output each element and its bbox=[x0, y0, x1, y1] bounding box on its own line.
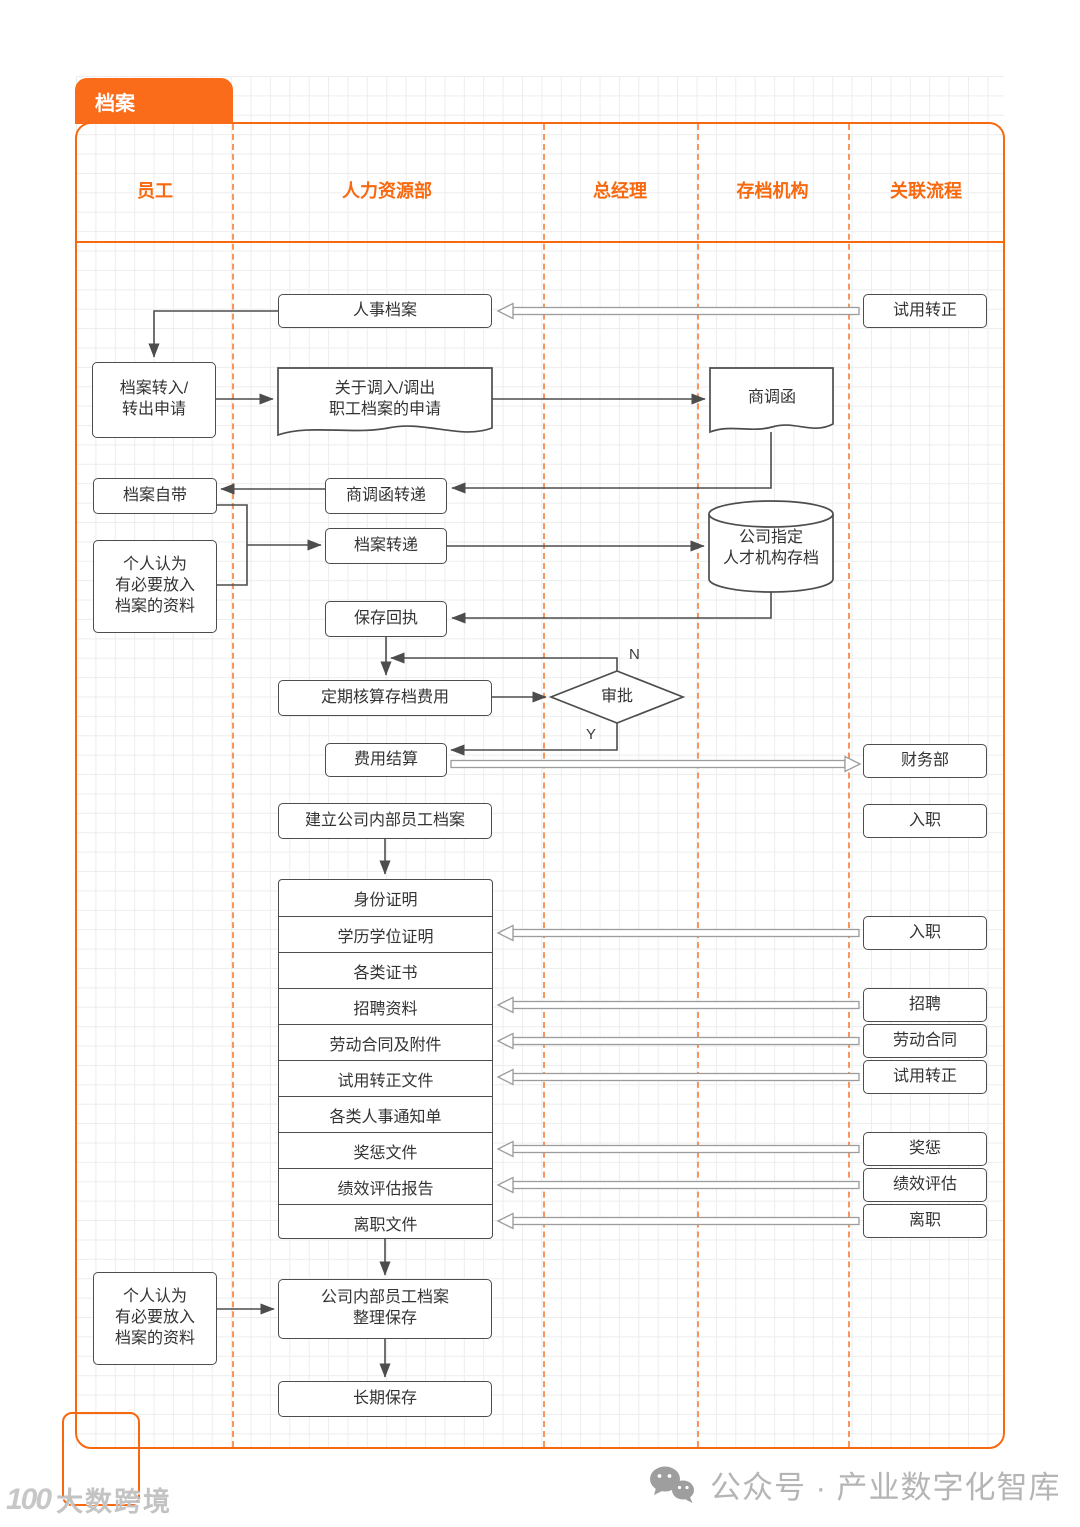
doc-row-recruitment: 招聘资料 bbox=[279, 988, 492, 1024]
node-related-labor-contract: 劳动合同 bbox=[863, 1024, 987, 1058]
node-periodic-fee-check: 定期核算存档费用 bbox=[278, 680, 492, 716]
lane-divider-1 bbox=[232, 124, 234, 1447]
doc-row-probation: 试用转正文件 bbox=[279, 1060, 492, 1096]
swimlane-frame bbox=[75, 122, 1005, 1449]
lane-label-related-process: 关联流程 bbox=[890, 181, 962, 201]
node-long-term-save: 长期保存 bbox=[278, 1381, 492, 1417]
branch-label-yes: Y bbox=[586, 726, 597, 743]
doc-row-hr-notices: 各类人事通知单 bbox=[279, 1096, 492, 1132]
node-finance-dept: 财务部 bbox=[863, 744, 987, 778]
lane-label-gm: 总经理 bbox=[593, 181, 647, 201]
wechat-icon bbox=[650, 1466, 694, 1503]
lane-divider-2 bbox=[543, 124, 545, 1447]
node-transfer-application-doc: 关于调入/调出 职工档案的申请 bbox=[328, 380, 441, 418]
branch-label-no: N bbox=[629, 646, 640, 663]
node-related-probation: 试用转正 bbox=[863, 1060, 987, 1094]
node-related-reward-punishment: 奖惩 bbox=[863, 1132, 987, 1166]
lane-header-separator bbox=[76, 241, 1004, 243]
tab-archives: 档案 bbox=[75, 78, 233, 124]
node-create-internal-file: 建立公司内部员工档案 bbox=[278, 803, 492, 839]
lane-label-employee: 员工 bbox=[137, 181, 173, 201]
node-personal-materials-2: 个人认为 有必要放入 档案的资料 bbox=[93, 1272, 217, 1365]
node-file-forward: 档案转递 bbox=[325, 528, 447, 564]
doc-row-performance: 绩效评估报告 bbox=[279, 1168, 492, 1204]
lane-divider-3 bbox=[697, 124, 699, 1447]
node-keep-receipt: 保存回执 bbox=[325, 601, 447, 637]
watermark-text: 大数跨境 bbox=[56, 1487, 173, 1517]
node-related-recruitment: 招聘 bbox=[863, 988, 987, 1022]
doc-row-labor-contract: 劳动合同及附件 bbox=[279, 1024, 492, 1060]
node-probation-confirm-top: 试用转正 bbox=[863, 294, 987, 328]
node-organize-save: 公司内部员工档案 整理保存 bbox=[278, 1279, 492, 1339]
lane-label-hr: 人力资源部 bbox=[342, 181, 432, 201]
node-file-transfer-request: 档案转入/ 转出申请 bbox=[92, 362, 216, 438]
node-fee-settlement: 费用结算 bbox=[325, 743, 447, 777]
tab-title: 档案 bbox=[95, 92, 135, 115]
node-related-resignation: 离职 bbox=[863, 1204, 987, 1238]
node-transfer-letter-forward: 商调函转递 bbox=[325, 478, 447, 514]
node-related-performance: 绩效评估 bbox=[863, 1168, 987, 1202]
node-personnel-file: 人事档案 bbox=[278, 294, 492, 328]
node-approval-decision: 审批 bbox=[600, 687, 633, 705]
corner-decoration-box bbox=[62, 1412, 140, 1506]
node-transfer-letter-doc: 商调函 bbox=[747, 388, 796, 406]
doc-row-resignation: 离职文件 bbox=[279, 1204, 492, 1240]
node-onboarding-top: 入职 bbox=[863, 804, 987, 838]
lane-label-archive-agency: 存档机构 bbox=[736, 181, 809, 201]
node-related-onboarding: 入职 bbox=[863, 916, 987, 950]
document-list: 身份证明 学历学位证明 各类证书 招聘资料 劳动合同及附件 试用转正文件 各类人… bbox=[278, 879, 493, 1239]
official-account-text: 公众号 · 产业数字化智库 bbox=[710, 1470, 1061, 1505]
doc-row-identity: 身份证明 bbox=[353, 892, 418, 909]
lane-divider-4 bbox=[848, 124, 850, 1447]
doc-row-certificates: 各类证书 bbox=[279, 952, 492, 988]
node-file-self-carry: 档案自带 bbox=[93, 478, 217, 514]
watermark-left: 100 大数跨境 bbox=[6, 1480, 172, 1519]
dashukuajing-logo-icon: 100 bbox=[6, 1482, 52, 1516]
official-account-footer: 公众号 · 产业数字化智库 bbox=[648, 1462, 1061, 1507]
doc-row-reward-punishment: 奖惩文件 bbox=[279, 1132, 492, 1168]
node-personal-materials-1: 个人认为 有必要放入 档案的资料 bbox=[93, 540, 217, 633]
doc-row-education: 学历学位证明 bbox=[279, 916, 492, 952]
node-talent-agency-storage: 公司指定 人才机构存档 bbox=[722, 529, 819, 567]
